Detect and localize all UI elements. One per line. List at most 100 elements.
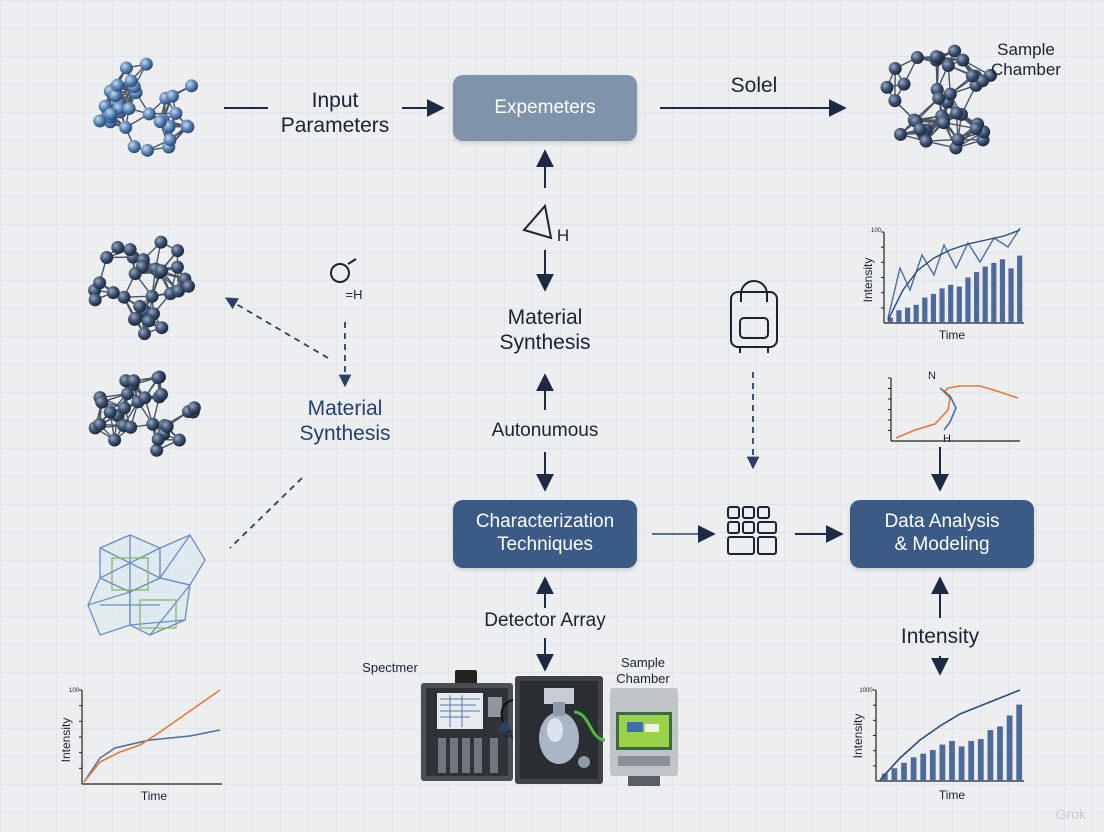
molecule-atom	[122, 102, 136, 116]
molecule-cluster-top-right	[880, 44, 997, 155]
molecule-atom	[139, 57, 153, 71]
molecule-atom	[93, 417, 107, 431]
chart-blue-curve	[939, 387, 957, 431]
molecule-atom	[956, 53, 970, 67]
molecule-atom	[120, 387, 134, 401]
molecule-atom	[910, 51, 924, 65]
molecule-atom	[93, 276, 107, 290]
chart-y-tick-label: 100	[871, 228, 882, 234]
molecule-atom	[182, 279, 196, 293]
dashed-connectors	[224, 297, 760, 549]
molecule-atom	[154, 235, 168, 249]
chart-bottom-label: H	[943, 433, 951, 445]
molecule-atom	[142, 107, 156, 121]
molecule-atom	[140, 143, 154, 157]
chart-x-axis-label: Time	[939, 328, 966, 342]
molecule-atom	[965, 69, 979, 83]
molecule-atom	[123, 243, 137, 257]
molecule-atom	[897, 77, 911, 91]
chart-bar	[920, 753, 927, 781]
molecule-atom	[160, 419, 174, 433]
autonumous-label: Autonumous	[491, 420, 599, 441]
molecule-atom	[119, 120, 133, 134]
input-parameters-label: Input Parameters	[280, 89, 390, 138]
molecule-atom	[165, 89, 179, 103]
molecule-atom	[95, 395, 109, 409]
intensity-right-label: Intensity	[900, 625, 980, 648]
molecule-atom	[119, 61, 133, 75]
chart-top-label: N	[928, 370, 936, 382]
molecule-atom	[163, 133, 177, 147]
molecule-atom	[145, 289, 159, 303]
chart-y-axis-label: Intensity	[59, 718, 73, 763]
molecule-atom	[108, 89, 122, 103]
triangle-h-label: H	[556, 226, 570, 245]
molecule-atom	[127, 140, 141, 154]
molecule-atom	[127, 374, 141, 388]
chart-bar	[949, 740, 955, 781]
chart-bar	[922, 297, 928, 323]
molecule-atom	[929, 50, 943, 64]
molecule-atom	[100, 250, 114, 264]
molecule-cluster-left-2	[88, 235, 196, 341]
chart-bar	[913, 304, 919, 323]
molecule-atom	[969, 122, 983, 136]
chart-bar	[987, 730, 994, 781]
molecule-atom	[888, 61, 902, 75]
molecule-atom	[169, 106, 183, 120]
chart-bar	[904, 307, 911, 323]
spectrometer-instrument	[421, 670, 513, 781]
chart-bar	[968, 740, 975, 781]
chart-y-tick-label: 1000	[859, 688, 873, 694]
material-synthesis-center-label: Material Synthesis	[499, 306, 591, 355]
chart-y-axis-label: Intensity	[851, 714, 865, 759]
solel-label: Solel	[730, 74, 778, 97]
chart-bar	[1017, 255, 1023, 323]
chart-x-axis-label: Time	[141, 789, 168, 803]
chart-bar	[1008, 268, 1014, 323]
molecule-atom	[151, 371, 165, 385]
molecule-atom	[111, 78, 125, 92]
molecule-atom	[138, 391, 152, 405]
molecule-atom	[171, 244, 185, 258]
triangle-h-icon	[522, 203, 553, 240]
spectmer-label: Spectmer	[362, 660, 418, 675]
data-analysis-box-label: Data Analysis & Modeling	[884, 511, 1000, 555]
chart-bar	[930, 293, 937, 323]
flow-arrows	[224, 99, 949, 676]
molecule-atom	[124, 74, 138, 88]
chart-bar	[948, 284, 954, 323]
molecule-atom	[108, 433, 122, 447]
data-analysis-box: Data Analysis & Modeling	[850, 500, 1034, 568]
chart-bar	[939, 744, 946, 781]
molecule-atom	[129, 311, 143, 325]
molecule-atom	[893, 127, 907, 141]
molecule-atom	[888, 94, 902, 108]
chart-bar	[991, 262, 997, 323]
molecule-atom	[913, 122, 927, 136]
molecule-atom	[103, 405, 117, 419]
molecule-atom	[111, 240, 125, 254]
sample-chamber-top-label: Sample Chamber	[991, 40, 1061, 80]
crystal-structure-icon	[87, 534, 206, 636]
molecule-atom	[133, 299, 147, 313]
molecule-atom	[185, 79, 199, 93]
molecule-atom	[88, 293, 102, 307]
characterization-box: Characterization Techniques	[453, 500, 637, 568]
reactor-chamber-instrument	[497, 676, 606, 784]
molecule-atom	[154, 387, 168, 401]
molecule-atom	[153, 115, 167, 129]
chart-bar	[896, 310, 902, 323]
molecule-atom	[172, 433, 186, 447]
molecule-atom	[117, 290, 131, 304]
chart-bar	[997, 726, 1003, 781]
chart-orange-line	[83, 689, 221, 783]
expemeters-box: Expemeters	[453, 75, 637, 141]
chart-bar	[1016, 704, 1023, 781]
molecule-atom	[932, 91, 946, 105]
molecule-atom	[150, 443, 164, 457]
